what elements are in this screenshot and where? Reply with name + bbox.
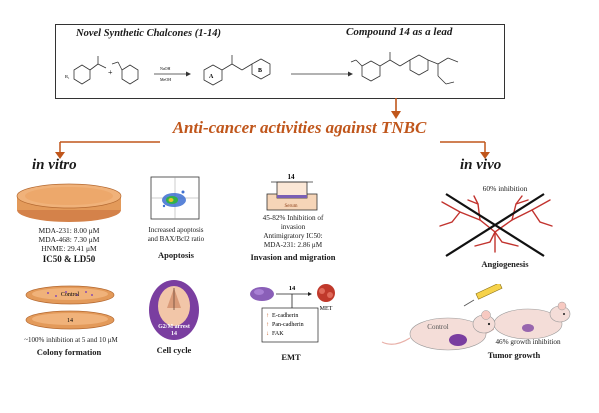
emt-arrow-label: 14: [289, 285, 296, 292]
emt-diagram: 14 MET ↑ ↑ ↓ E-cadherin Pan-cadherin FAK: [250, 284, 335, 343]
colony-text: ~100% inhibition at 5 and 10 μM: [24, 336, 118, 344]
reaction-scheme: R₁ + NaOH MeOH A B: [65, 52, 459, 86]
invasion-line-3: Antimigratory IC50:: [263, 232, 323, 240]
apoptosis-line-1: Increased apoptosis: [148, 226, 204, 234]
header-left-title: Novel Synthetic Chalcones (1-14): [76, 28, 221, 39]
invasion-line-1: 45-82% Inhibition of: [262, 214, 324, 222]
down-arrow: [391, 98, 401, 119]
petri-dish-icon: [16, 183, 122, 222]
svg-text:↑: ↑: [266, 322, 269, 328]
reactant-2-structure: [111, 61, 139, 85]
ic50-line-3: HNME: 29.41 μM: [41, 244, 97, 253]
apoptosis-caption: Apoptosis: [158, 250, 194, 260]
apoptosis-line-2: and BAX/Bcl2 ratio: [147, 235, 205, 243]
tumor-text: 46% growth inhibition: [495, 338, 561, 346]
svg-text:+: +: [108, 68, 113, 77]
reagent-top: NaOH: [160, 66, 171, 71]
angiogenesis-text: 60% inhibition: [482, 184, 528, 193]
met-label: MET: [320, 306, 333, 312]
apoptosis-text: Increased apoptosis and BAX/Bcl2 ratio: [140, 226, 212, 244]
compound-14-structure: [350, 52, 459, 85]
invasion-text: 45-82% Inhibition of invasion Antimigrat…: [248, 214, 338, 250]
invasion-line-2: invasion: [280, 223, 306, 231]
emt-marker-1: E-cadherin: [272, 313, 298, 319]
r1-substituent-label: R₁: [65, 74, 70, 79]
dish-control-label: Control: [61, 292, 80, 298]
mice-icon: Control: [381, 284, 571, 351]
ring-a-label: A: [209, 74, 214, 80]
transwell-icon: 14 Serum: [266, 173, 318, 211]
invasion-line-4: MDA-231: 2.86 μM: [263, 241, 323, 249]
emt-caption: EMT: [281, 352, 301, 362]
main-title: Anti-cancer activities against TNBC: [172, 118, 427, 137]
synthesis-box: [55, 24, 505, 99]
serum-label: Serum: [284, 204, 297, 209]
tumor-caption: Tumor growth: [487, 350, 541, 360]
header-right-title: Compound 14 as a lead: [346, 26, 453, 38]
colony-caption: Colony formation: [36, 347, 102, 357]
svg-text:↓: ↓: [266, 331, 269, 337]
emt-marker-2: Pan-cadherin: [272, 322, 304, 328]
g2m-compound-label: 14: [171, 331, 177, 337]
ic50-line-2: MDA-468: 7.30 μM: [38, 235, 100, 244]
colony-dishes-icon: Control 14: [25, 285, 115, 330]
chalcone-structure: [203, 55, 271, 86]
ic50-caption: IC50 & LD50: [42, 254, 96, 264]
angiogenesis-caption: Angiogenesis: [481, 259, 529, 269]
reactant-1-structure: [73, 56, 107, 85]
ring-b-label: B: [258, 68, 262, 74]
g2m-arrest-label: G2/M arrest: [158, 324, 190, 330]
cell-cycle-caption: Cell cycle: [156, 345, 192, 355]
in-vitro-label: in vitro: [32, 157, 77, 173]
control-mouse-label: Control: [427, 323, 448, 331]
svg-text:↑: ↑: [266, 313, 269, 319]
flow-cytometry-plot: [150, 176, 200, 220]
dish-14-label: 14: [67, 318, 73, 324]
emt-marker-3: FAK: [272, 331, 284, 337]
transwell-insert-label: 14: [288, 173, 296, 181]
invasion-caption: Invasion and migration: [250, 252, 336, 262]
reagent-bottom: MeOH: [160, 77, 171, 82]
syringe-icon: [463, 284, 503, 307]
ic50-line-1: MDA-231: 8.00 μM: [38, 226, 100, 235]
in-vivo-label: in vivo: [460, 157, 502, 173]
blood-vessel-icon: [439, 193, 553, 257]
branch-lines: [55, 141, 490, 159]
dividing-cell-icon: G2/M arrest 14: [149, 280, 199, 340]
ic50-values: MDA-231: 8.00 μM MDA-468: 7.30 μM HNME: …: [24, 226, 114, 253]
